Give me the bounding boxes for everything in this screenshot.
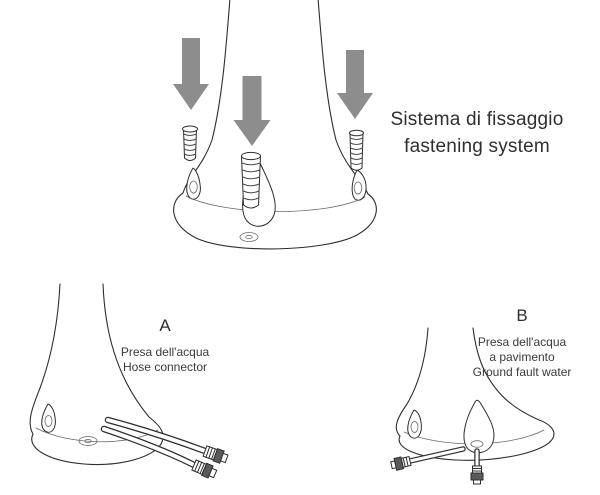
section-a-caption-it: Presa dell'acqua xyxy=(120,345,210,359)
section-a-letter: A xyxy=(159,316,171,335)
screw-icon xyxy=(349,129,364,171)
center-mount-boss xyxy=(463,399,495,454)
hose-fitting-icon xyxy=(202,445,229,464)
screw-icon xyxy=(241,151,261,209)
floor-connector-drawing xyxy=(390,327,555,485)
section-b-caption-en: Ground fault water xyxy=(472,365,572,379)
fastening-title-en: fastening system xyxy=(404,136,550,157)
section-b-letter: B xyxy=(516,306,528,325)
left-mount-tab xyxy=(186,167,201,200)
section-a-caption-en: Hose connector xyxy=(122,360,208,374)
section-b-caption-it-1: Presa dell'acqua xyxy=(477,335,567,349)
hose-fitting-icon xyxy=(191,459,218,479)
hose-connector-drawing xyxy=(29,283,229,479)
down-arrow-icon xyxy=(173,38,209,110)
section-a-label: A Presa dell'acqua Hose connector xyxy=(95,316,235,375)
down-arrow-icon xyxy=(337,50,373,119)
left-mount-tab xyxy=(41,403,56,433)
section-b-caption-it-2: a pavimento xyxy=(489,350,555,364)
pipe-fitting-icon xyxy=(470,465,484,485)
pedestal-fastening-drawing xyxy=(173,0,377,250)
section-b-label: B Presa dell'acqua a pavimento Ground fa… xyxy=(452,306,592,380)
water-hose xyxy=(100,416,209,469)
screw-icon xyxy=(182,125,198,161)
floor-pipe xyxy=(407,446,480,469)
fastening-title-it: Sistema di fissaggio xyxy=(390,109,564,130)
fastening-title: Sistema di fissaggio fastening system xyxy=(372,106,582,160)
pipe-fitting-icon xyxy=(390,456,412,471)
down-arrow-icon xyxy=(233,76,271,146)
left-mount-tab xyxy=(407,409,422,439)
